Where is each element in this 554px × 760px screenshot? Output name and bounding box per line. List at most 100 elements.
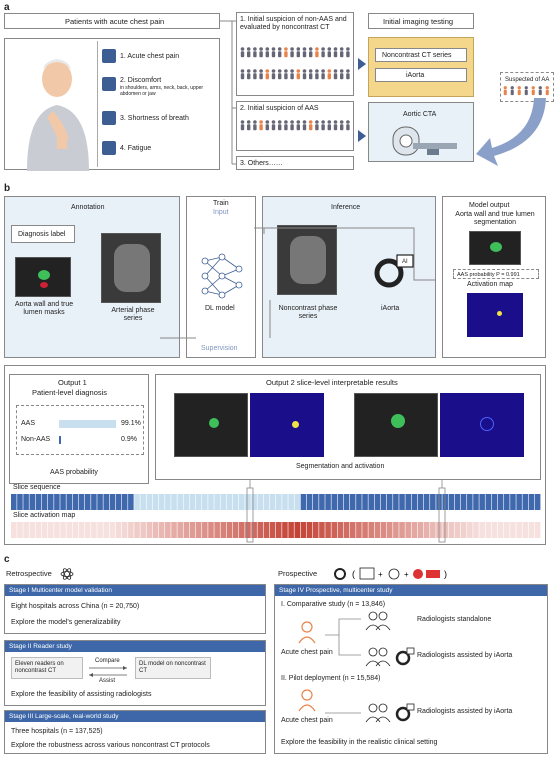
slice-cell	[195, 494, 202, 510]
slice-cell	[140, 494, 146, 510]
person-icon-body	[290, 51, 294, 58]
activation-cell	[448, 522, 455, 538]
person-icon-body	[259, 51, 263, 58]
person-icon-body	[315, 124, 319, 131]
person-icon-body	[247, 124, 251, 131]
slice-cell	[356, 494, 362, 510]
annotation-title: Annotation	[71, 204, 105, 211]
person-icon	[517, 86, 521, 90]
stage4-line: Explore the feasibility in the realistic…	[281, 739, 438, 746]
person-icon-body	[284, 73, 288, 80]
seg-activation-label: Segmentation and activation	[296, 463, 385, 470]
symptom-label-3: 3. Shortness of breath	[120, 115, 189, 122]
person-icon	[271, 120, 276, 124]
slice-cell	[380, 494, 387, 510]
model-output-panel: Model output Aorta wall and true lumen s…	[442, 196, 546, 358]
chest-pain-icon	[102, 49, 116, 63]
person-icon	[296, 69, 301, 73]
person-icon-body	[290, 124, 294, 131]
person-icon	[302, 47, 307, 51]
person-icon-body	[510, 89, 514, 96]
slice-cell	[29, 494, 36, 510]
activation-cell	[276, 522, 282, 538]
patient-box: 1. Acute chest pain 2. Discomfort in sho…	[4, 38, 220, 171]
arrow-icons-a	[358, 58, 366, 142]
diagnosis-label: Diagnosis label	[18, 231, 66, 238]
branch-line-2	[325, 712, 361, 714]
person-icon	[302, 120, 307, 124]
slice-cell	[232, 494, 239, 510]
crowd-icon-2	[240, 120, 350, 131]
activation-cell	[411, 522, 418, 538]
activation-cell	[473, 522, 479, 538]
slice-cell	[374, 494, 381, 510]
slice-cell	[109, 494, 116, 510]
person-icon	[284, 69, 288, 73]
slice-activation-map-label: Slice activation map	[13, 512, 76, 519]
supervision-label: Supervision	[201, 345, 238, 352]
person-icon-body	[240, 51, 245, 58]
acute-chest-pain-2: Acute chest pain	[281, 717, 333, 724]
slice-cell	[417, 494, 424, 510]
stage2-right-box: DL model on noncontrast CT	[135, 657, 211, 679]
activation-cell	[35, 522, 42, 538]
panel-c-letter: c	[4, 554, 10, 565]
output2-title: Output 2 slice-level interpretable resul…	[266, 378, 398, 387]
person-icon-body	[271, 73, 276, 80]
dl-model-label: DL model	[205, 305, 235, 312]
activation-map-label: Activation map	[467, 281, 513, 288]
stage1-box: Stage I Multicenter model validation Eig…	[4, 584, 266, 634]
slice-cell	[257, 494, 264, 510]
person-icon	[346, 120, 350, 124]
person-icon	[321, 47, 325, 51]
activation-cell	[368, 522, 375, 538]
person-icon-body	[284, 124, 288, 131]
slice-cell	[41, 494, 48, 510]
train-box: Train Input DL model Supervision	[186, 196, 256, 358]
pathway-2-label: 2. Initial suspicion of AAS	[240, 105, 319, 112]
activation-cell	[386, 522, 393, 538]
activation-cell	[23, 522, 29, 538]
person-icon	[259, 120, 263, 124]
activation-cell	[152, 522, 159, 538]
crowd-icon-1	[240, 47, 350, 80]
person-icon-body	[265, 124, 269, 131]
activation-cell	[239, 522, 245, 538]
rad-assisted-2: Radiologists assisted by iAorta	[417, 708, 513, 715]
person-icon-body	[240, 124, 245, 131]
activation-cell	[510, 522, 516, 538]
symptom-list: 1. Acute chest pain 2. Discomfort in sho…	[97, 41, 218, 167]
activation-cell	[91, 522, 97, 538]
activation-cell	[356, 522, 362, 538]
person-icon-body	[346, 124, 350, 131]
ct-scanner-icon	[392, 126, 457, 156]
imaging-title: Initial imaging testing	[383, 17, 454, 26]
activation-cell	[405, 522, 411, 538]
pathway-3-box: 3. Others……	[236, 156, 354, 170]
diagnosis-label-box: Diagnosis label	[11, 225, 75, 243]
slice-cell	[165, 494, 171, 510]
person-icon	[296, 120, 301, 124]
activation-cell	[491, 522, 498, 538]
aas-probability-line: AAS probability P = 0.991	[457, 272, 520, 278]
iaorta-small-icon-1	[395, 647, 415, 666]
aas-probability-label: AAS probability	[50, 469, 98, 476]
person-icon-body	[271, 124, 276, 131]
person-icon-body	[259, 124, 263, 131]
activation-cell	[269, 522, 276, 538]
activation-cell	[54, 522, 60, 538]
person-icon	[339, 69, 344, 73]
person-icon	[265, 120, 270, 124]
slice-cell	[72, 494, 79, 510]
slice-cell	[11, 494, 17, 510]
activation-cell	[294, 522, 301, 538]
annotation-panel: Annotation Diagnosis label Aorta wall an…	[4, 196, 180, 358]
activation-cell	[380, 522, 387, 538]
person-icon-body	[340, 124, 344, 131]
person-icon	[284, 120, 288, 124]
slice-cell	[35, 494, 42, 510]
rad-standalone: Radiologists standalone	[417, 616, 492, 623]
slice-cell	[183, 494, 190, 510]
activation-cell	[306, 522, 313, 538]
person-icon	[240, 47, 245, 51]
